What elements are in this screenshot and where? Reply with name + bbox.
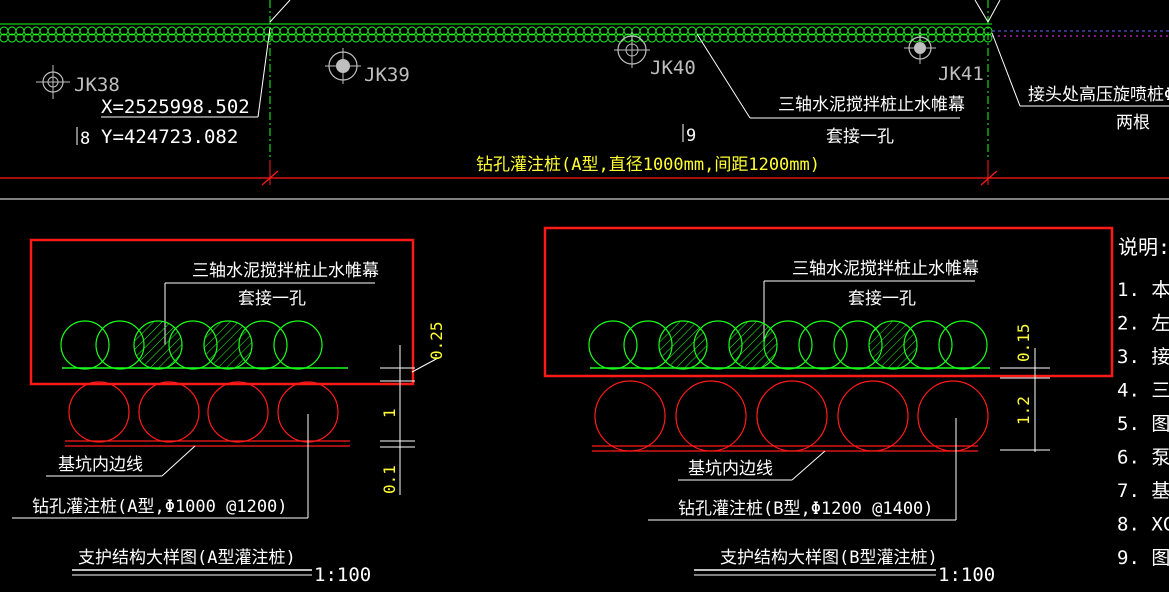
detail-a-pile-label: 钻孔灌注桩(A型,Φ1000 @1200): [32, 497, 288, 517]
note-item: 2. 左侧: [1117, 313, 1169, 335]
detail-a-pit-label-leader: [161, 445, 196, 477]
bored-pile: [917, 380, 989, 452]
dim-tick-right: [980, 170, 998, 186]
callout-top-line1: 三轴水泥搅拌桩止水帷幕: [778, 95, 965, 115]
joint-note-line2: 两根: [1116, 113, 1150, 133]
dimension-label: 钻孔灌注桩(A型,直径1000mm,间距1200mm): [476, 155, 820, 175]
detail-a-highlight-box: [29, 238, 415, 386]
note-item: 9. 图例: [1117, 547, 1169, 569]
note-item: 7. 基坑: [1117, 480, 1169, 502]
mixing-pile: [238, 320, 288, 370]
detail-a-callout-line2: 套接一孔: [238, 289, 306, 309]
detail-a-dim-bot: 0.1: [380, 465, 399, 494]
note-item: 4. 三轴: [1117, 380, 1169, 402]
detail-b: 三轴水泥搅拌桩止水帷幕 套接一孔 0.15 1.2 基坑内边线 钻孔灌注桩(B型…: [543, 226, 1114, 586]
bored-pile: [138, 381, 200, 443]
notes-heading: 说明:: [1118, 235, 1169, 259]
bored-pile: [675, 380, 747, 452]
note-item: 3. 接头: [1117, 346, 1169, 368]
notes-list: 1. 本图 2. 左侧 3. 接头 4. 三轴 5. 图中 6. 泵房 7. 基坑 8. XC…: [1117, 279, 1169, 569]
leader-top-right: [974, 0, 989, 23]
coord-x: X=2525998.502: [101, 96, 250, 118]
detail-a-dim-top: 0.25: [427, 321, 446, 360]
detail-a-title: 支护结构大样图(A型灌注桩): [78, 548, 296, 568]
mixing-pile: [798, 320, 848, 370]
detail-b-callout-line1: 三轴水泥搅拌桩止水帷幕: [792, 259, 979, 279]
well-label-jk41: JK41: [938, 63, 984, 85]
hatched-mixing-pile: [658, 320, 708, 370]
top-plan: JK38 JK39 JK40 JK41 X=2525998.502 Y=424: [0, 0, 1169, 186]
note-item: 5. 图中: [1117, 413, 1169, 435]
well-label-jk38: JK38: [74, 74, 120, 96]
joint-note-line1: 接头处高压旋喷桩Φ6(: [1028, 85, 1169, 105]
detail-b-pile-label: 钻孔灌注桩(B型,Φ1200 @1400): [678, 499, 934, 519]
detail-b-bored-piles: [594, 380, 989, 452]
well-jk40: JK40: [614, 32, 696, 79]
mixing-pile: [60, 320, 110, 370]
note-item: 8. XC: [1117, 514, 1169, 536]
detail-b-callout-line2: 套接一孔: [848, 289, 916, 309]
coord-leader-diag: [257, 27, 271, 118]
mixing-pile: [903, 320, 953, 370]
bored-pile: [207, 381, 269, 443]
well-label-jk39: JK39: [364, 64, 410, 86]
detail-a-mixing-piles: [60, 320, 323, 370]
well-jk39: JK39: [325, 48, 410, 86]
hatched-mixing-pile: [203, 320, 253, 370]
hatched-mixing-pile: [133, 320, 183, 370]
notes-panel: 说明: 1. 本图 2. 左侧 3. 接头 4. 三轴 5. 图中 6. 泵房 7. 基坑 8…: [1117, 235, 1169, 569]
detail-a-dim-mid: 1: [380, 408, 399, 418]
detail-a-scale: 1:100: [314, 564, 371, 586]
detail-a-callout-line1: 三轴水泥搅拌桩止水帷幕: [192, 261, 379, 281]
mixing-pile: [763, 320, 813, 370]
detail-b-dim-top: 0.15: [1014, 323, 1033, 362]
callout-diag-top: [696, 33, 751, 119]
mixing-pile: [588, 320, 638, 370]
axis-label-8: 8: [80, 129, 90, 149]
axis-label-9: 9: [686, 126, 696, 146]
detail-b-title: 支护结构大样图(B型灌注桩): [720, 548, 938, 568]
hatched-mixing-pile: [868, 320, 918, 370]
leader-top-right-2: [987, 0, 1001, 23]
bored-pile: [756, 380, 828, 452]
mixing-pile: [273, 320, 323, 370]
bored-pile: [68, 381, 130, 443]
detail-b-pit-label-leader: [791, 450, 826, 481]
well-jk38: JK38: [36, 65, 120, 99]
detail-b-mixing-piles: [588, 320, 988, 370]
coord-y: Y=424723.082: [101, 126, 238, 148]
joint-note-diag: [991, 32, 1021, 107]
mixing-pile: [938, 320, 988, 370]
well-jk41: JK41: [904, 32, 984, 85]
hatched-mixing-pile: [728, 320, 778, 370]
leader-top-left: [269, 0, 291, 23]
callout-top-line2: 套接一孔: [826, 127, 894, 147]
detail-a-bored-piles: [68, 381, 339, 443]
detail-b-pit-label: 基坑内边线: [688, 459, 773, 479]
detail-a-dim-leader: [411, 357, 439, 373]
detail-b-dim-mid: 1.2: [1014, 396, 1033, 425]
bored-pile: [594, 380, 666, 452]
bored-pile: [837, 380, 909, 452]
well-label-jk40: JK40: [650, 57, 696, 79]
detail-b-highlight-box: [543, 226, 1114, 378]
note-item: 1. 本图: [1117, 279, 1169, 301]
note-item: 6. 泵房: [1117, 447, 1169, 469]
detail-b-scale: 1:100: [938, 564, 995, 586]
mixing-pile-row: [0, 23, 993, 43]
detail-a-pit-label: 基坑内边线: [58, 455, 143, 475]
detail-a: 三轴水泥搅拌桩止水帷幕 套接一孔 0.25 1 0.1 基坑内边线 钻孔灌注桩(…: [12, 238, 446, 586]
